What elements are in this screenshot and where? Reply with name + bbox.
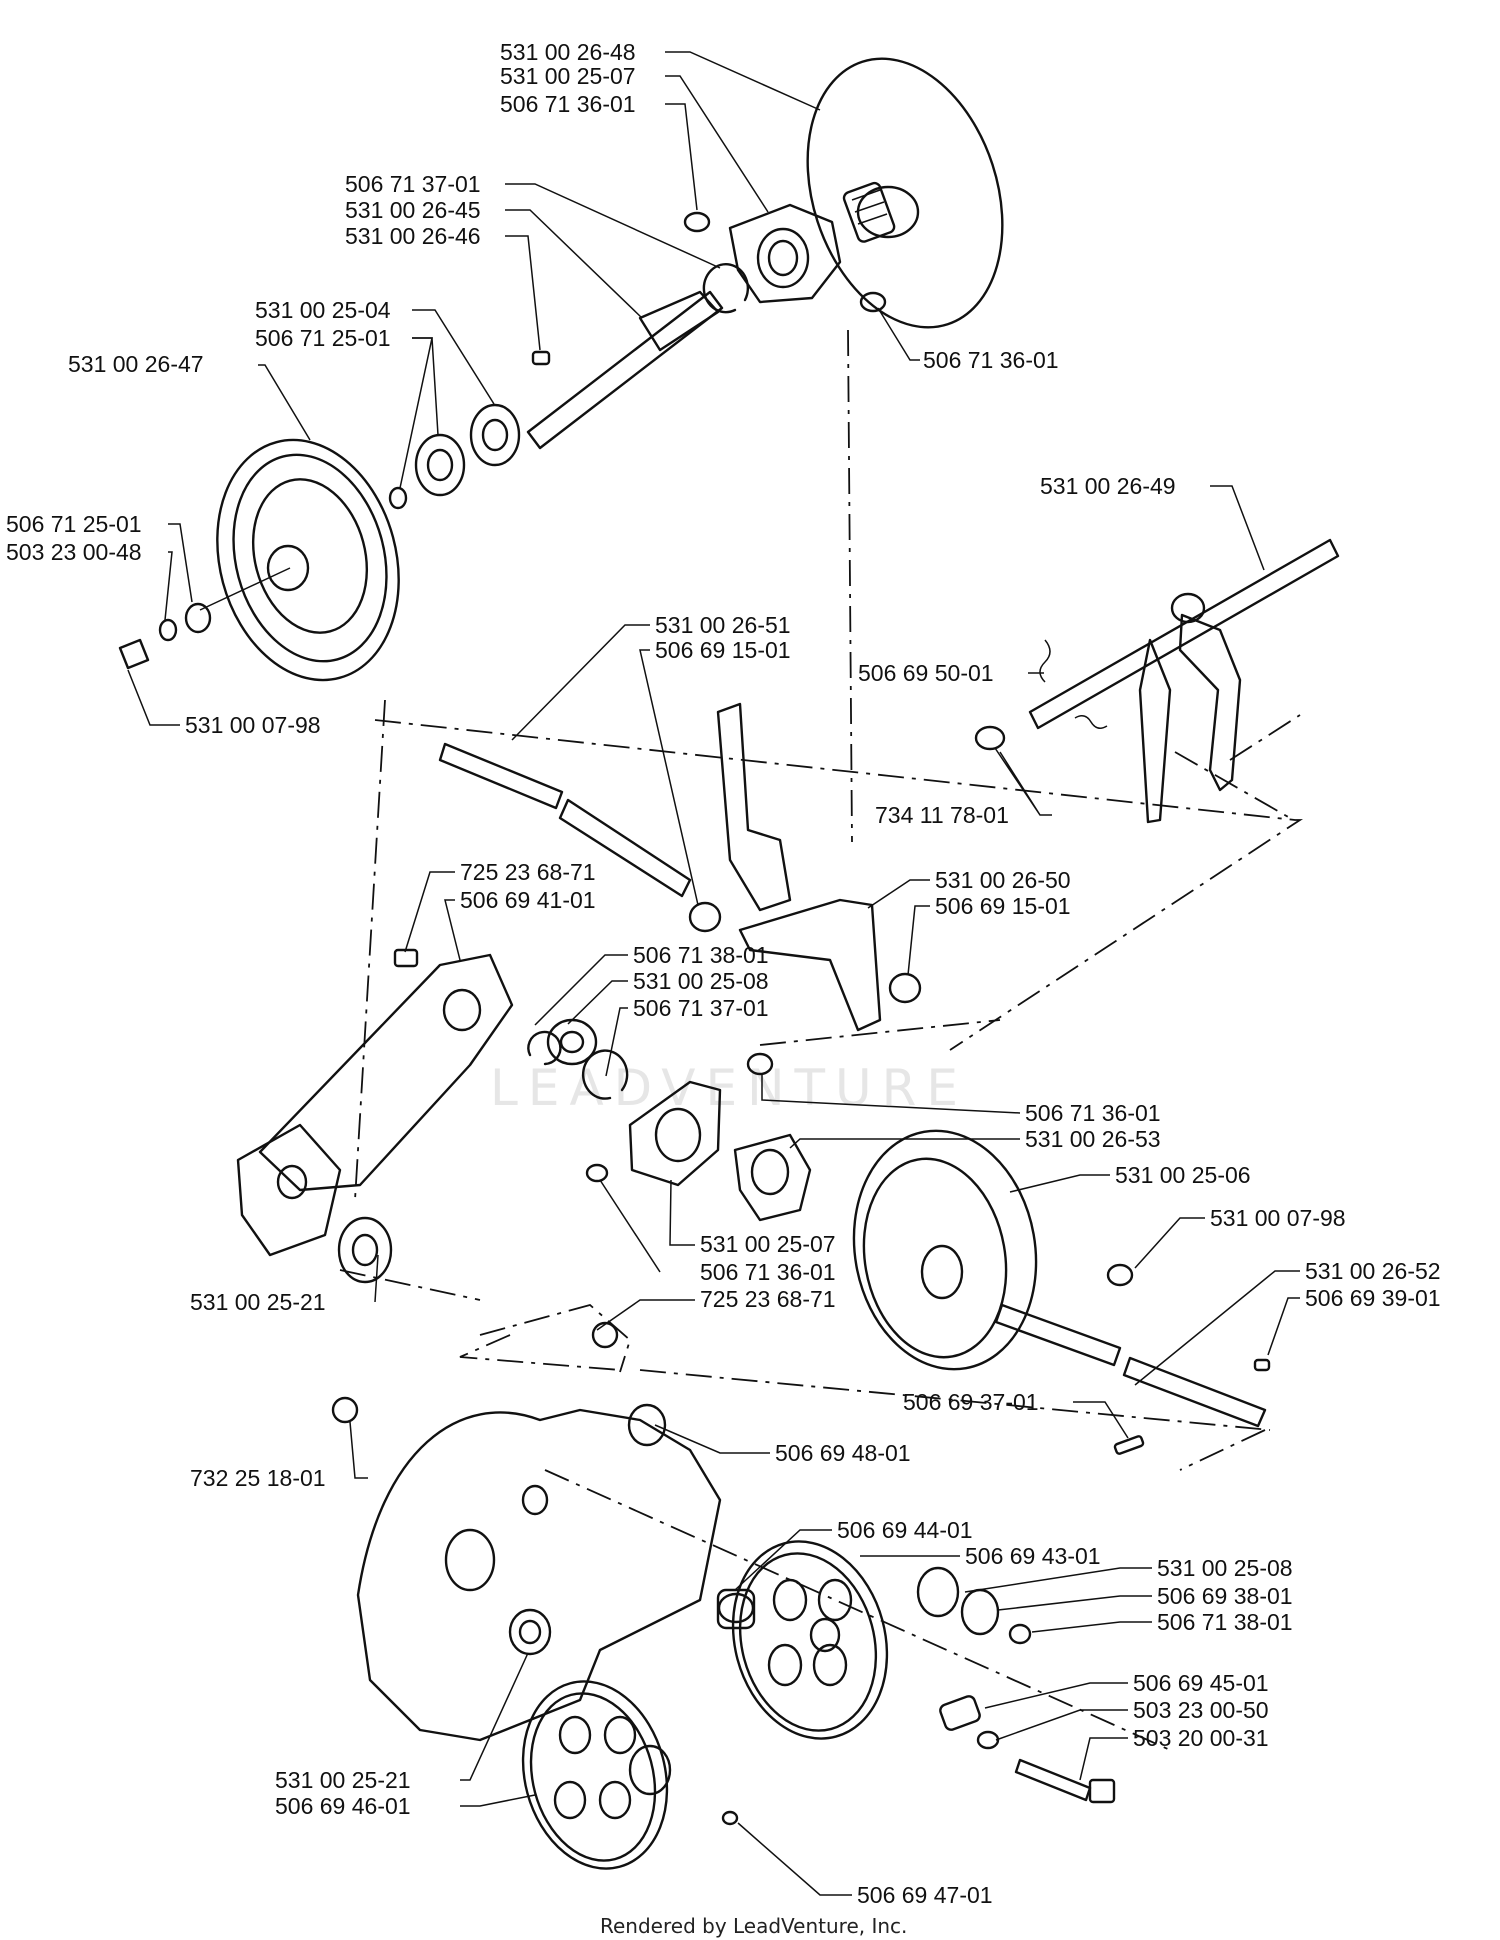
footer-credit: Rendered by LeadVenture, Inc. [600,1914,907,1938]
part-labels: 531 00 26-48 531 00 25-07 506 71 36-01 5… [6,39,1441,1908]
label-531-00-07-98: 531 00 07-98 [185,712,321,738]
label-506-69-44-01: 506 69 44-01 [837,1517,973,1543]
label-506-71-25-01: 506 71 25-01 [6,511,142,537]
label-506-71-25-01: 506 71 25-01 [255,325,391,351]
assembly-center-lines [339,329,1304,1751]
label-725-23-68-71: 725 23 68-71 [700,1286,836,1312]
label-506-71-37-01: 506 71 37-01 [345,171,481,197]
label-531-00-25-08: 531 00 25-08 [633,968,769,994]
label-531-00-25-04: 531 00 25-04 [255,297,391,323]
brake-drum [852,1129,1134,1371]
label-506-69-41-01: 506 69 41-01 [460,887,596,913]
label-531-00-26-48: 531 00 26-48 [500,39,636,65]
label-506-69-38-01: 506 69 38-01 [1157,1583,1293,1609]
watermark: LEADVENTURE [490,1059,968,1117]
label-506-71-38-01: 506 71 38-01 [633,942,769,968]
label-531-00-25-08: 531 00 25-08 [1157,1555,1293,1581]
label-531-00-26-50: 531 00 26-50 [935,867,1071,893]
leader-lines [127,51,1300,1896]
support-bracket [236,948,514,1284]
label-506-71-36-01: 506 71 36-01 [1025,1100,1161,1126]
split-shaft [438,742,692,898]
drive-pulley-assembly [118,403,521,682]
label-531-00-26-51: 531 00 26-51 [655,612,791,638]
label-506-69-48-01: 506 69 48-01 [775,1440,911,1466]
label-732-25-18-01: 732 25 18-01 [190,1465,326,1491]
gears [521,1540,1116,1870]
label-506-69-15-01: 506 69 15-01 [655,637,791,663]
label-506-69-46-01: 506 69 46-01 [275,1793,411,1819]
label-725-23-68-71: 725 23 68-71 [460,859,596,885]
label-734-11-78-01: 734 11 78-01 [875,802,1009,828]
label-531-00-25-21: 531 00 25-21 [190,1289,326,1315]
label-503-20-00-31: 503 20 00-31 [1133,1725,1269,1751]
drive-shaft [526,290,724,450]
label-506-69-50-01: 506 69 50-01 [858,660,994,686]
label-506-71-36-01: 506 71 36-01 [500,91,636,117]
label-531-00-26-45: 531 00 26-45 [345,197,481,223]
label-531-00-26-49: 531 00 26-49 [1040,473,1176,499]
label-531-00-25-07: 531 00 25-07 [500,63,636,89]
shift-lever [688,702,922,1032]
output-shafts [994,1303,1271,1455]
label-506-69-47-01: 506 69 47-01 [857,1882,993,1908]
label-506-71-38-01: 506 71 38-01 [1157,1609,1293,1635]
label-531-00-25-21: 531 00 25-21 [275,1767,411,1793]
label-506-71-37-01: 506 71 37-01 [633,995,769,1021]
drive-disc-assembly [683,57,1004,329]
label-506-71-36-01: 506 71 36-01 [923,347,1059,373]
label-506-69-37-01: 506 69 37-01 [903,1389,1039,1415]
label-503-23-00-48: 503 23 00-48 [6,539,142,565]
label-506-69-43-01: 506 69 43-01 [965,1543,1101,1569]
shift-fork-shaft [974,538,1340,824]
label-531-00-26-53: 531 00 26-53 [1025,1126,1161,1152]
label-531-00-26-52: 531 00 26-52 [1305,1258,1441,1284]
label-503-23-00-50: 503 23 00-50 [1133,1697,1269,1723]
label-531-00-26-47: 531 00 26-47 [68,351,204,377]
label-531-00-25-06: 531 00 25-06 [1115,1162,1251,1188]
label-506-71-36-01: 506 71 36-01 [700,1259,836,1285]
label-506-69-15-01: 506 69 15-01 [935,893,1071,919]
center-bearing-assembly [527,1018,812,1222]
label-531-00-07-98: 531 00 07-98 [1210,1205,1346,1231]
gear-housing [331,1321,722,1742]
label-506-69-39-01: 506 69 39-01 [1305,1285,1441,1311]
label-531-00-26-46: 531 00 26-46 [345,223,481,249]
label-506-69-45-01: 506 69 45-01 [1133,1670,1269,1696]
label-531-00-25-07: 531 00 25-07 [700,1231,836,1257]
